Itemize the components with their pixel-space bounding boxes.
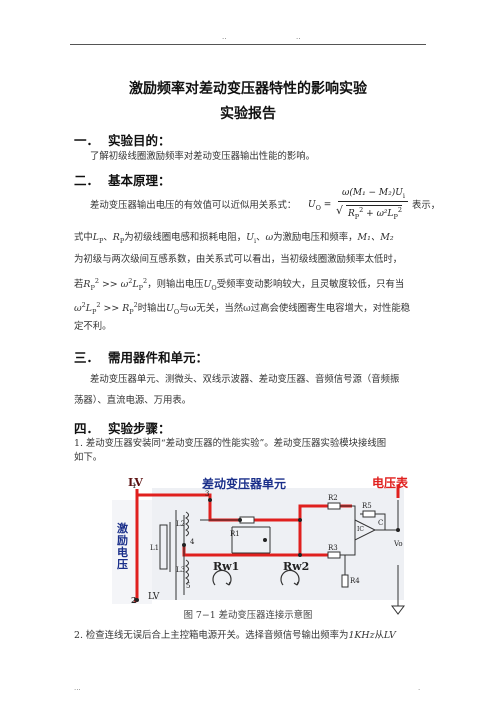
section-heading-principle: 二． 基本原理： [74,170,171,189]
page-subtitle: 实验报告 [220,106,276,122]
page-title: 激励频率对差动变压器特性的影响实验 [129,81,367,97]
lv-bottom-label: LV [148,592,160,602]
voltmeter-label: 电压表 [372,476,409,490]
header-dots-left: .. [222,33,227,41]
equipment-line-2: 荡器）、直流电源、万用表。 [74,395,192,406]
formula-numerator-sub: i [402,191,405,200]
label-node-5: 5 [186,582,191,590]
label-node-2: 2 [131,595,137,605]
diagram-unit-title: 差动变压器单元 [202,477,287,491]
section-title: 实验目的： [108,133,171,148]
header-dots-right: .. [296,33,301,41]
section-number: 二． [74,173,100,188]
principle-line-6: 定不利。 [74,321,112,332]
principle-line-4: 若RP2 >> ω2LP2，则输出电压UO受频率变动影响较大，且灵敏度较低，只有… [74,277,405,292]
step-2-line: 2. 检查连线无误后合上主控箱电源开关。选择音频信号输出频率为1KHz从LV [74,630,396,641]
section-heading-equipment: 三． 需用器件和单元： [74,347,208,366]
resistor-r3 [327,551,341,559]
purpose-text: 了解初级线圈激励频率对差动变压器输出性能的影响。 [90,151,316,162]
header-rule [70,44,426,45]
coil-l2 [185,511,189,537]
principle-line-1: 差动变压器输出电压的有效值可以近似用关系式： [90,200,296,211]
figure-caption: 图 7−1 差动变压器连接示意图 [183,610,313,621]
black-wiring [175,500,399,600]
label-r3: R3 [328,544,338,552]
section-heading-steps: 四． 实验步骤： [74,418,171,437]
label-l2: L2 [176,520,186,528]
label-rw2: Rw2 [283,560,310,573]
label-c: C [378,519,384,527]
principle-line-1-tail: 表示， [412,200,441,211]
formula-lhs-sub: O [315,203,321,212]
formula-lhs: U [308,200,316,210]
footer-dots-left: ... [74,684,81,692]
label-rw1: Rw1 [213,560,240,573]
formula-uo: UO = ω(M₁ − M₂)Ui √ RP2 + ω²LP2 [308,186,412,221]
step-2-frequency: 1KHz [348,630,375,641]
principle-line-5: ω2LP2 >> RP2时输出UO与ω无关，当然ω过高会使线圈寄生电容增大，对性… [74,301,411,316]
step-1-line-1: 1. 差动变压器安装同“差动变压器的性能实验”。差动变压器实验模块接线图 [74,438,387,449]
label-r4: R4 [350,577,360,585]
step-2-lv: LV [383,630,396,641]
section-number: 三． [74,350,100,365]
node-dots [135,498,400,602]
label-l3: L3 [176,566,186,574]
label-ic: IC [357,526,364,533]
mutual-inductance-symbols: M₁、M₂ [357,232,394,243]
label-l1: L1 [150,544,160,552]
section-title: 基本原理： [108,173,171,188]
section-heading-purpose: 一． 实验目的： [74,130,171,149]
equipment-line-1: 差动变压器单元、测微头、双线示波器、差动变压器、音频信号源（音频振 [90,374,400,385]
formula-denominator-l: ω²L [376,209,394,219]
coil-l1 [159,522,171,572]
resistor-r5 [362,510,376,518]
label-r2: R2 [328,494,338,502]
section-number: 四． [74,421,100,436]
label-node-3: 3 [205,490,210,498]
step-1-line-2: 如下。 [74,452,103,463]
principle-line-3: 为初级与两次级间互感系数，由关系式可以看出，当初级线圈激励频率太低时， [74,254,403,265]
footer-dots-right: . [418,684,421,692]
label-node-1: 1 [132,482,137,490]
coil-l3 [185,559,189,585]
resistor-r4 [341,574,349,588]
section-title: 实验步骤： [108,421,171,436]
principle-text: 差动变压器输出电压的有效值可以近似用关系式： [90,200,297,211]
label-node-4: 4 [190,538,195,546]
excitation-voltage-label: 激 励 电 压 [117,522,128,571]
section-title: 需用器件和单元： [108,350,209,365]
label-vo: Vo [394,540,403,548]
label-r1: R1 [230,530,240,538]
resistor-r2 [327,502,341,510]
resistor-r1 [239,516,255,524]
lv-top-label: LV [128,476,143,489]
section-number: 一． [74,133,100,148]
label-r5: R5 [362,502,372,510]
formula-denominator-r: R [348,209,355,219]
principle-line-2: 式中LP、RP为初级线圈电感和损耗电阻，Ui、ω为激励电压和频率，M₁、M₂ [74,232,394,245]
formula-numerator: ω(M₁ − M₂)U [342,188,403,198]
